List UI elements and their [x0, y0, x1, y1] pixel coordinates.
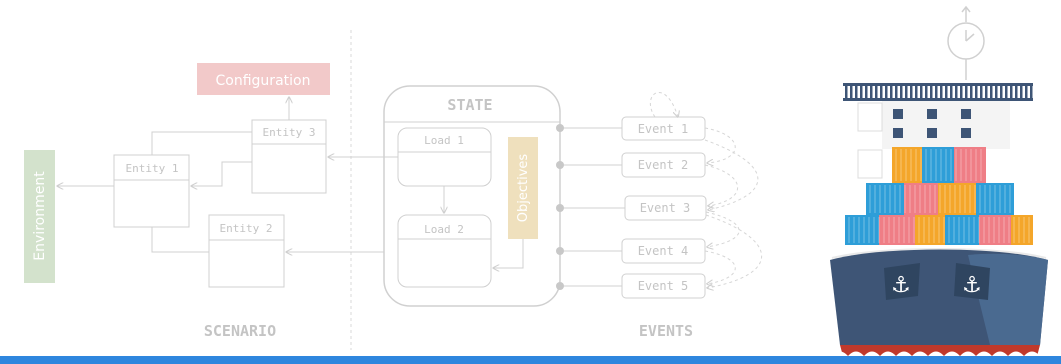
event-2-box: Event 2 [621, 152, 706, 178]
load-1-box: Load 1 [397, 127, 492, 187]
entity-3-label: Entity 3 [263, 126, 316, 139]
event-1-dot [556, 124, 564, 132]
load-2-label: Load 2 [424, 223, 464, 236]
entity1-to-entity3-connector [151, 131, 252, 155]
event-5-dot [556, 282, 564, 290]
clock-icon [947, 5, 985, 80]
entity-2-label: Entity 2 [220, 222, 273, 235]
events-title: EVENTS [639, 322, 693, 340]
entity3-to-entity1-arrow [191, 161, 252, 186]
configuration-box [197, 63, 330, 95]
event-4-box: Event 4 [621, 238, 706, 264]
events-section: Event 1 Event 2 Event 3 Event 4 Event 5 [556, 92, 763, 340]
event-2-dot [556, 161, 564, 169]
wave-icon [0, 351, 1061, 364]
load-1-label: Load 1 [424, 134, 464, 147]
ship-icon: ⚓ ⚓ [830, 5, 1048, 360]
event-3-dot [556, 204, 564, 212]
event-connectors [560, 127, 625, 287]
entity-2-box: Entity 2 [208, 214, 285, 288]
entity-1-box: Entity 1 [113, 154, 190, 228]
entity1-to-entity2-connector [151, 227, 209, 253]
state-section: STATE Load 1 Load 2 Objectives [286, 85, 561, 307]
state-title: STATE [447, 96, 492, 114]
event-3-label: Event 3 [640, 201, 691, 215]
ship-bridge [882, 101, 1010, 149]
event-transitions [649, 92, 763, 288]
scenario-section: Configuration Environment Entity 3 Entit… [24, 63, 330, 340]
anchor-icon: ⚓ ⚓ [884, 263, 990, 300]
objectives-box [508, 137, 538, 239]
environment-box [24, 150, 55, 283]
event-3-box: Event 3 [624, 195, 707, 221]
event-4-dot [556, 247, 564, 255]
entity-3-box: Entity 3 [251, 119, 327, 194]
event-5-box: Event 5 [621, 273, 706, 299]
event-5-label: Event 5 [638, 279, 689, 293]
objectives-to-load2-arrow [493, 239, 524, 268]
event-2-label: Event 2 [638, 158, 689, 172]
entity-1-label: Entity 1 [126, 162, 179, 175]
svg-text:⚓: ⚓ [962, 273, 982, 298]
event-1-label: Event 1 [638, 122, 689, 136]
environment-label: Environment [32, 171, 48, 261]
event-4-label: Event 4 [638, 244, 689, 258]
load-2-box: Load 2 [397, 214, 492, 288]
event-1-box: Event 1 [621, 116, 706, 141]
objectives-label: Objectives [516, 154, 531, 223]
configuration-label: Configuration [216, 73, 311, 89]
scenario-title: SCENARIO [204, 322, 276, 340]
svg-text:⚓: ⚓ [891, 273, 911, 298]
